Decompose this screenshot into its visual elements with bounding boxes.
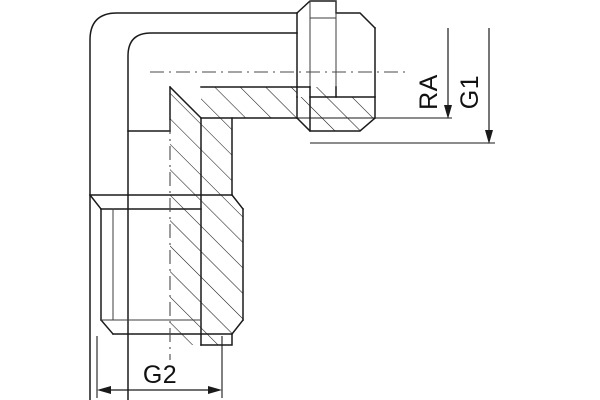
- lower-arm-bottom-chamfer-right: [200, 318, 245, 346]
- outer-body-contour-left-and-top: [89, 12, 298, 400]
- g1-dimension-label: G1: [456, 75, 484, 109]
- elbow-mitre-line: [168, 85, 203, 120]
- lower-arm-bottom-chamfer-left: [99, 318, 115, 336]
- g2-dimension-label: G2: [143, 361, 177, 389]
- upper-arm-bottom-chamfer: [295, 116, 377, 132]
- g1-arrow-head: [485, 130, 493, 144]
- lower-arm-upper-chamfer-left: [88, 193, 103, 211]
- section-hatching-corner-wedge: [170, 87, 201, 345]
- g2-arrow-head-left: [97, 386, 111, 394]
- inner-cavity-contour: [127, 32, 298, 400]
- ra-arrow-head: [444, 105, 452, 119]
- dimension-g1: G1: [310, 28, 495, 144]
- dimension-ra: RA: [297, 28, 452, 119]
- dimension-g2: G2: [96, 336, 223, 398]
- g2-arrow-head-right: [208, 386, 222, 394]
- ra-dimension-label: RA: [415, 74, 443, 110]
- lower-arm-upper-chamfer: [230, 193, 245, 211]
